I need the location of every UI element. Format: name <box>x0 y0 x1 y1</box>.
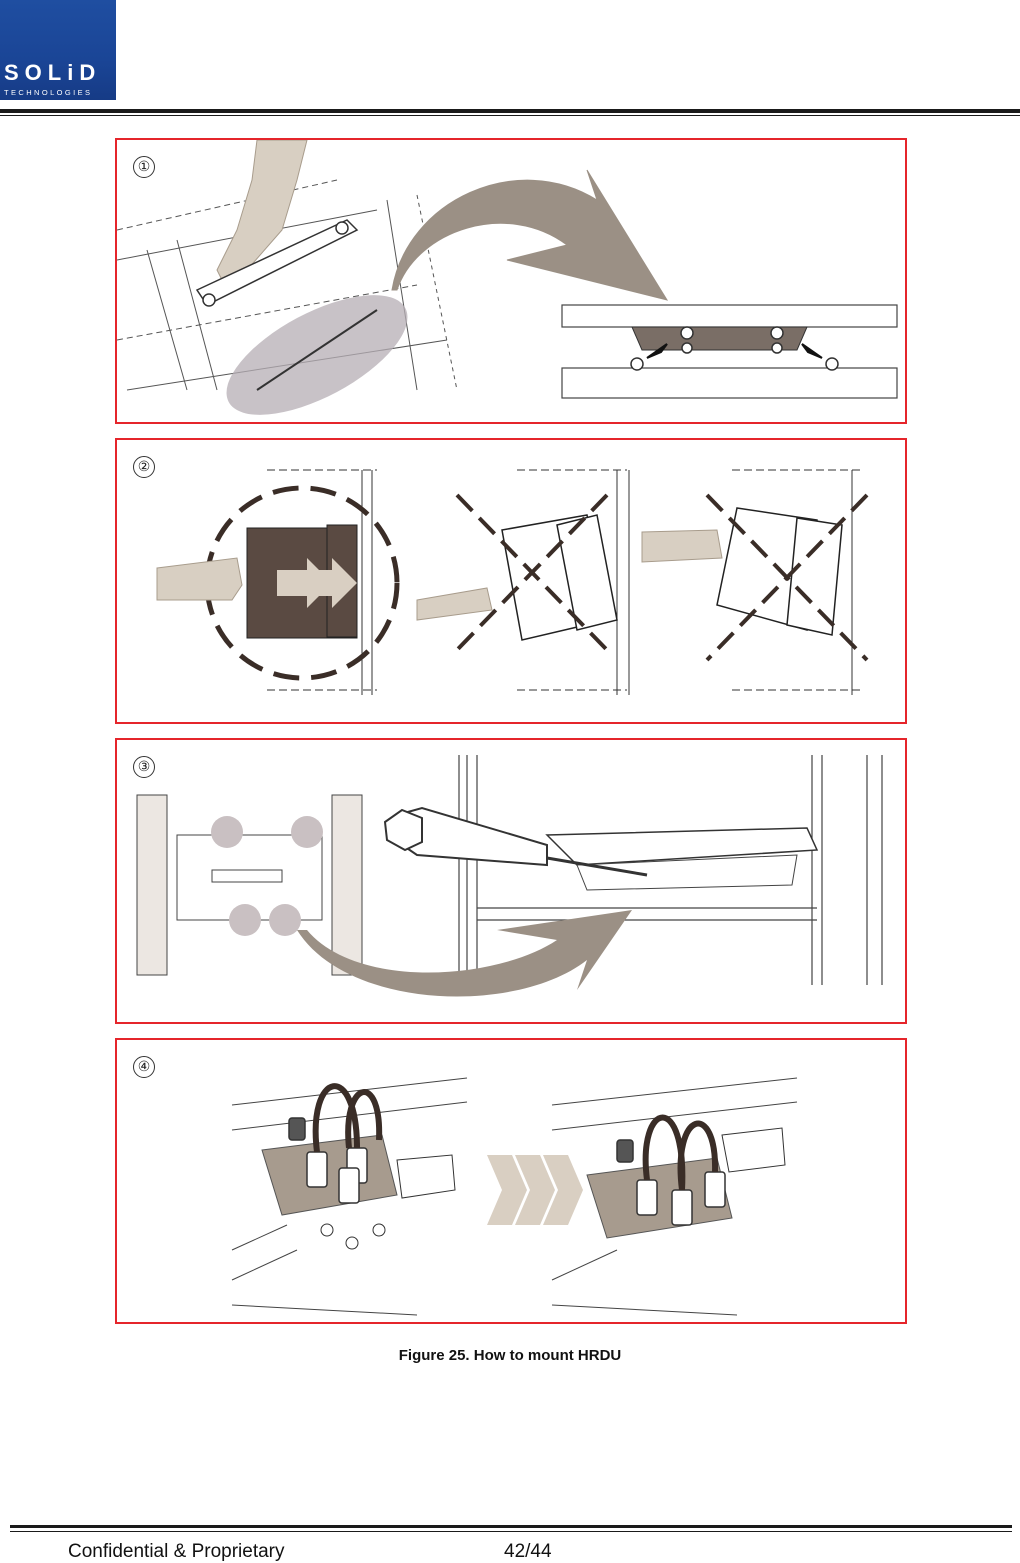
step-panel-2: ② <box>115 438 907 724</box>
header-divider <box>0 109 1020 113</box>
step-number-3: ③ <box>133 756 155 778</box>
step-panel-1: ① <box>115 138 907 424</box>
logo-subtitle: TECHNOLOGIES <box>4 88 93 97</box>
step-number-4: ④ <box>133 1056 155 1078</box>
confidentiality-notice: Confidential & Proprietary <box>68 1541 285 1562</box>
step-number-1: ① <box>133 156 155 178</box>
logo-wordmark: SOLiD <box>4 60 102 85</box>
step-panel-4: ④ <box>115 1038 907 1324</box>
step-3-illustration <box>136 755 883 997</box>
figure-caption: Figure 25. How to mount HRDU <box>398 1347 622 1364</box>
footer-divider <box>10 1525 1012 1528</box>
step-2-illustration <box>156 469 869 695</box>
page-number: 42/44 <box>504 1541 552 1562</box>
step-4-illustration <box>231 1077 798 1316</box>
footer-divider-thin <box>10 1531 1012 1532</box>
company-logo: SOLiD TECHNOLOGIES <box>0 0 116 100</box>
header-divider-thin <box>0 115 1020 116</box>
step-1-illustration <box>117 140 898 415</box>
step-number-2: ② <box>133 456 155 478</box>
step-panel-3: ③ <box>115 738 907 1024</box>
